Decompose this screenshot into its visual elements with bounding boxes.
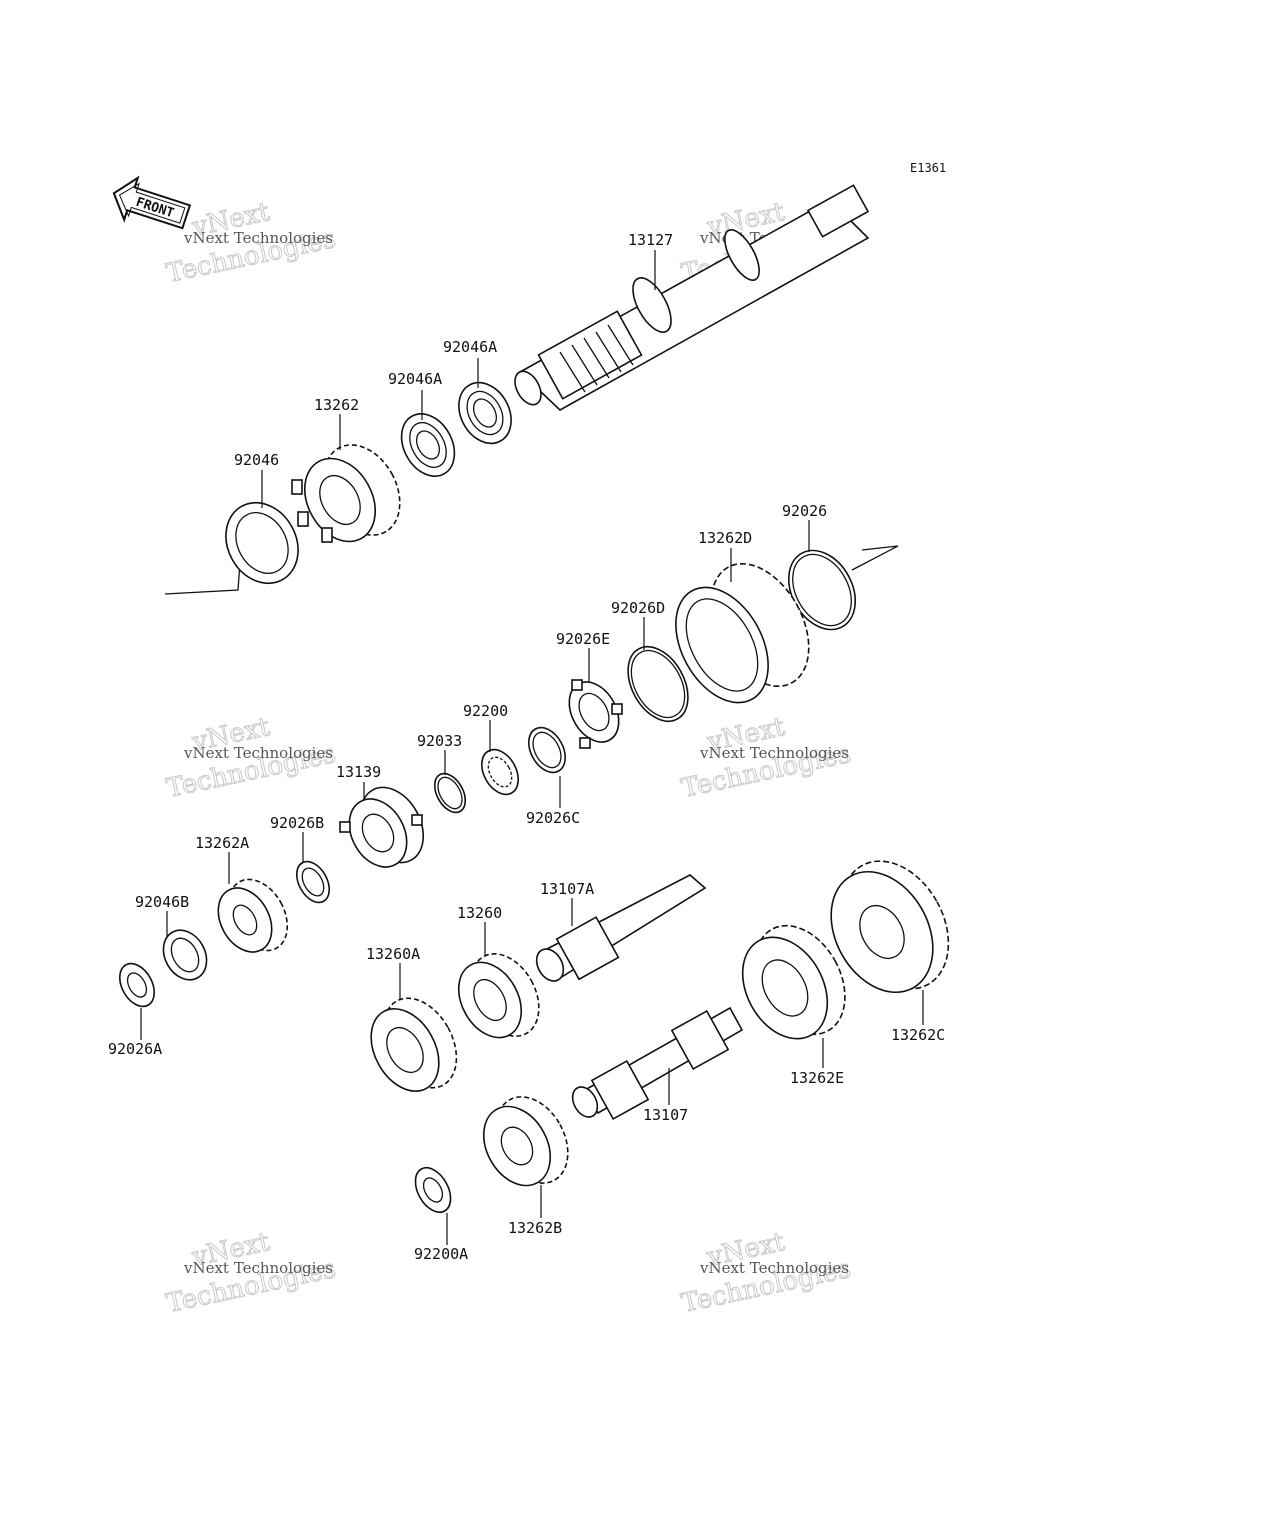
axis-guide-lines bbox=[164, 545, 899, 595]
part-13107A-shaft bbox=[535, 874, 707, 982]
part-92033-circlip bbox=[433, 772, 467, 814]
part-13262C-gear bbox=[830, 860, 950, 994]
svg-text:vNext Technologies: vNext Technologies bbox=[183, 744, 333, 762]
part-13107-shaft bbox=[571, 1006, 744, 1121]
part-92026C-washer bbox=[528, 726, 566, 774]
part-92200-washer bbox=[481, 748, 519, 796]
part-13262B-gear bbox=[482, 1096, 569, 1187]
part-92046A-bearing-2 bbox=[400, 413, 456, 477]
label-13139[interactable]: 13139 bbox=[336, 763, 381, 781]
svg-text:vNext Technologies: vNext Technologies bbox=[183, 229, 333, 247]
label-92026D[interactable]: 92026D bbox=[611, 599, 665, 617]
part-13262A-gear bbox=[217, 878, 289, 953]
part-13262E-gear bbox=[741, 924, 846, 1040]
leader-lines bbox=[140, 250, 924, 1245]
svg-text:vNext Technologies: vNext Technologies bbox=[699, 1259, 849, 1277]
label-13127[interactable]: 13127 bbox=[628, 231, 673, 249]
part-92026B-washer bbox=[295, 860, 331, 904]
label-13107[interactable]: 13107 bbox=[643, 1106, 688, 1124]
label-92026C[interactable]: 92026C bbox=[526, 809, 580, 827]
label-13262B[interactable]: 13262B bbox=[508, 1219, 562, 1237]
label-13262E[interactable]: 13262E bbox=[790, 1069, 844, 1087]
label-92200A[interactable]: 92200A bbox=[414, 1245, 468, 1263]
label-13260A[interactable]: 13260A bbox=[366, 945, 420, 963]
label-92026A[interactable]: 92026A bbox=[108, 1040, 162, 1058]
part-92200A-washer bbox=[414, 1166, 452, 1214]
label-13262D[interactable]: 13262D bbox=[698, 529, 752, 547]
label-92046[interactable]: 92046 bbox=[234, 451, 279, 469]
front-arrow-icon: FRONT bbox=[112, 175, 192, 230]
part-92046B-bearing bbox=[162, 929, 208, 981]
label-92200[interactable]: 92200 bbox=[463, 702, 508, 720]
svg-text:vNext Technologies: vNext Technologies bbox=[183, 1259, 333, 1277]
part-92026E-washer bbox=[568, 679, 623, 749]
part-92026D-ring bbox=[627, 646, 689, 722]
part-13262D-gear bbox=[675, 562, 810, 704]
part-92046A-bearing-1 bbox=[458, 381, 512, 445]
part-13260-gear bbox=[457, 953, 540, 1039]
label-13262A[interactable]: 13262A bbox=[195, 834, 249, 852]
label-92033[interactable]: 92033 bbox=[417, 732, 462, 750]
diagram-code: E1361 bbox=[910, 161, 946, 175]
label-13107A[interactable]: 13107A bbox=[540, 880, 594, 898]
label-92046A-1[interactable]: 92046A bbox=[443, 338, 497, 356]
part-92046-bearing bbox=[225, 501, 299, 585]
part-labels: 13127 92046A 92046A 13262 92046 92026 13… bbox=[108, 231, 945, 1263]
label-92026B[interactable]: 92026B bbox=[270, 814, 324, 832]
label-92026[interactable]: 92026 bbox=[782, 502, 827, 520]
part-13139-gear bbox=[339, 786, 425, 868]
label-92026E[interactable]: 92026E bbox=[556, 630, 610, 648]
part-13127-shaft bbox=[514, 184, 870, 411]
part-13262-gear bbox=[291, 444, 401, 543]
label-92046A-2[interactable]: 92046A bbox=[388, 370, 442, 388]
svg-text:vNext Technologies: vNext Technologies bbox=[699, 744, 849, 762]
label-92046B[interactable]: 92046B bbox=[135, 893, 189, 911]
part-92026A-washer bbox=[118, 962, 156, 1008]
label-13260[interactable]: 13260 bbox=[457, 904, 502, 922]
label-13262[interactable]: 13262 bbox=[314, 396, 359, 414]
label-13262C[interactable]: 13262C bbox=[891, 1026, 945, 1044]
part-13260A-gear bbox=[370, 997, 458, 1092]
